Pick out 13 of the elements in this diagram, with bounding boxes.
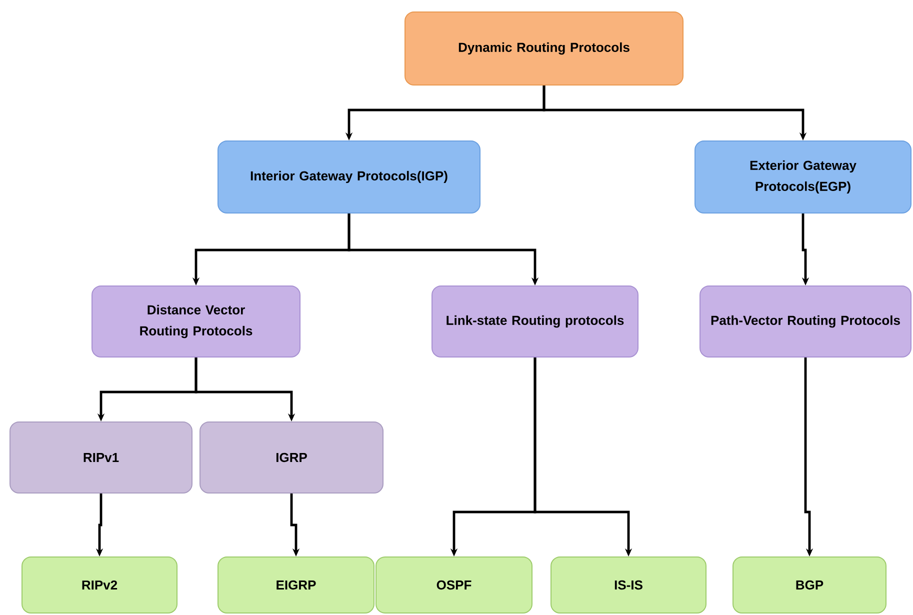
- protocol-box: IS-IS: [550, 556, 706, 614]
- class-box: Link-state Routing protocols: [432, 286, 638, 358]
- title-box: Dynamic Routing Protocols: [404, 12, 684, 86]
- category-box: Exterior Gateway Protocols(EGP): [694, 140, 912, 214]
- category-box: Interior Gateway Protocols(IGP): [218, 140, 480, 214]
- protocol-box: RIPv1: [10, 422, 192, 494]
- protocol-box: IGRP: [200, 422, 384, 494]
- protocol-box: RIPv2: [22, 556, 178, 614]
- class-box: Path-Vector Routing Protocols: [700, 286, 912, 358]
- protocol-box: OSPF: [376, 556, 532, 614]
- protocol-box: BGP: [732, 556, 886, 614]
- protocol-box: EIGRP: [218, 556, 374, 614]
- class-box: Distance Vector Routing Protocols: [92, 286, 300, 358]
